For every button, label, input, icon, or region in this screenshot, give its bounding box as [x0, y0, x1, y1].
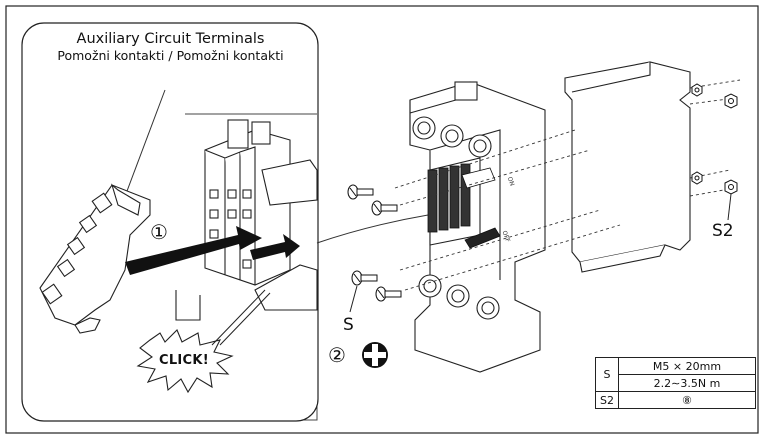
insert-arrow-2 [250, 234, 300, 260]
spec-s2-tool: ⑧ [617, 391, 756, 409]
aux-module [39, 183, 151, 334]
screw-s-label: S [343, 315, 354, 335]
insert-arrow-1 [125, 226, 262, 275]
spec-s2-key: S2 [595, 391, 619, 409]
center-terminals [427, 163, 501, 249]
click-label: CLICK! [159, 353, 210, 368]
phillips-screwdriver-icon [362, 342, 388, 368]
click-burst [136, 329, 234, 394]
screw-s2-label: S2 [712, 221, 734, 241]
spec-s-size: M5 × 20mm [617, 357, 756, 375]
spec-s-key: S [595, 357, 619, 392]
alignment-lines [394, 79, 741, 291]
spec-table: S M5 × 20mm 2.2∼3.5N m S2 ⑧ [595, 357, 756, 409]
step-2-marker: ② [328, 343, 346, 367]
nuts-s2 [691, 83, 738, 195]
spec-s-torque: 2.2∼3.5N m [617, 374, 756, 392]
step-1-marker: ① [150, 220, 168, 244]
callout-subtitle: Pomožni kontakti / Pomožni kontakti [57, 48, 284, 63]
leader-line-2 [316, 214, 429, 244]
screws-s [347, 184, 402, 302]
mounting-rail [564, 61, 691, 273]
callout-title: Auxiliary Circuit Terminals [76, 31, 265, 47]
outer-frame [5, 5, 759, 434]
